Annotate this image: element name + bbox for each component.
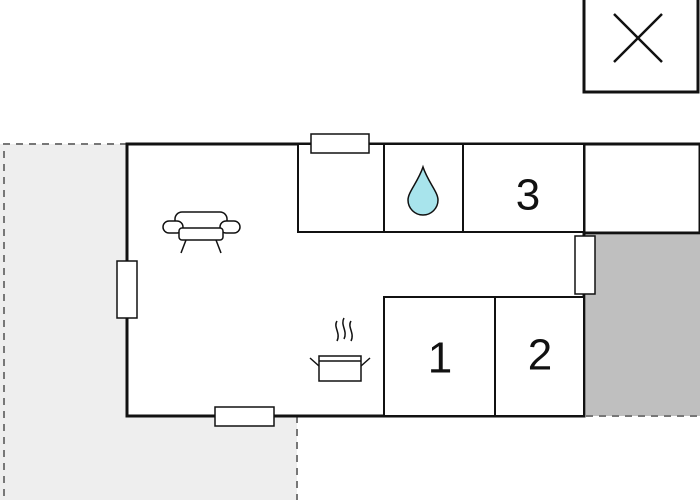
annex-area: [586, 235, 700, 416]
window-right: [574, 235, 596, 295]
sofa-icon: [162, 211, 241, 254]
window-bottom: [214, 406, 275, 427]
terrace-left: [0, 144, 297, 500]
cross-box-icon: [613, 13, 663, 63]
external-box: [582, 0, 700, 94]
terrace-left-edge: [3, 143, 298, 500]
room-label-3: 3: [516, 171, 540, 220]
room-label-2: 2: [528, 331, 552, 380]
window-top: [310, 133, 370, 154]
top-room-block: [297, 143, 585, 233]
water-drop-icon: [407, 164, 439, 216]
room-label-1: 1: [428, 334, 452, 383]
bottom-room-block: [383, 296, 585, 417]
window-left: [116, 260, 138, 319]
cooking-pot-icon: [309, 317, 371, 382]
